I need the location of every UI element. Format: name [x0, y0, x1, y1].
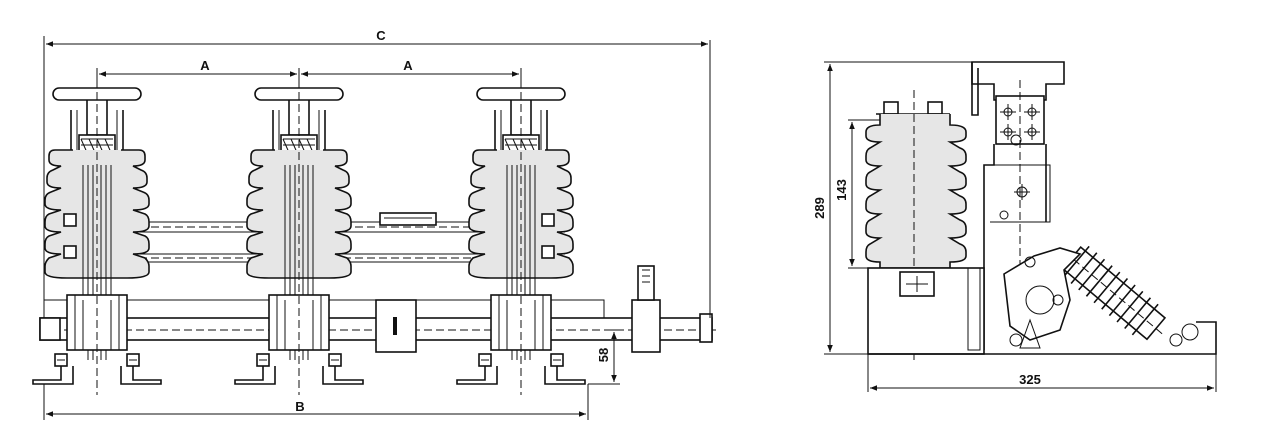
dimension-label-c: C: [376, 28, 386, 43]
side-insulator: [865, 114, 967, 269]
top-bracket: [971, 61, 1065, 101]
tilted-insulator: [1061, 245, 1167, 341]
dimension-label-b: B: [295, 399, 304, 414]
dimension-label-a-left: A: [200, 58, 210, 73]
front-view: C A A B 58: [32, 28, 716, 420]
dimension-label-a-right: A: [403, 58, 413, 73]
bar-connector: [379, 212, 437, 226]
side-view: 289 143 325: [812, 61, 1217, 392]
shaft-coupling: [631, 299, 661, 353]
operating-cam: [1003, 247, 1082, 341]
dimension-label-325: 325: [1019, 372, 1041, 387]
dimension-label-58: 58: [596, 348, 611, 362]
pole-left: [32, 79, 162, 396]
dimension-label-289: 289: [812, 197, 827, 219]
pole-middle: [234, 79, 364, 396]
dimension-label-143: 143: [834, 179, 849, 201]
pole-right: [456, 79, 586, 396]
